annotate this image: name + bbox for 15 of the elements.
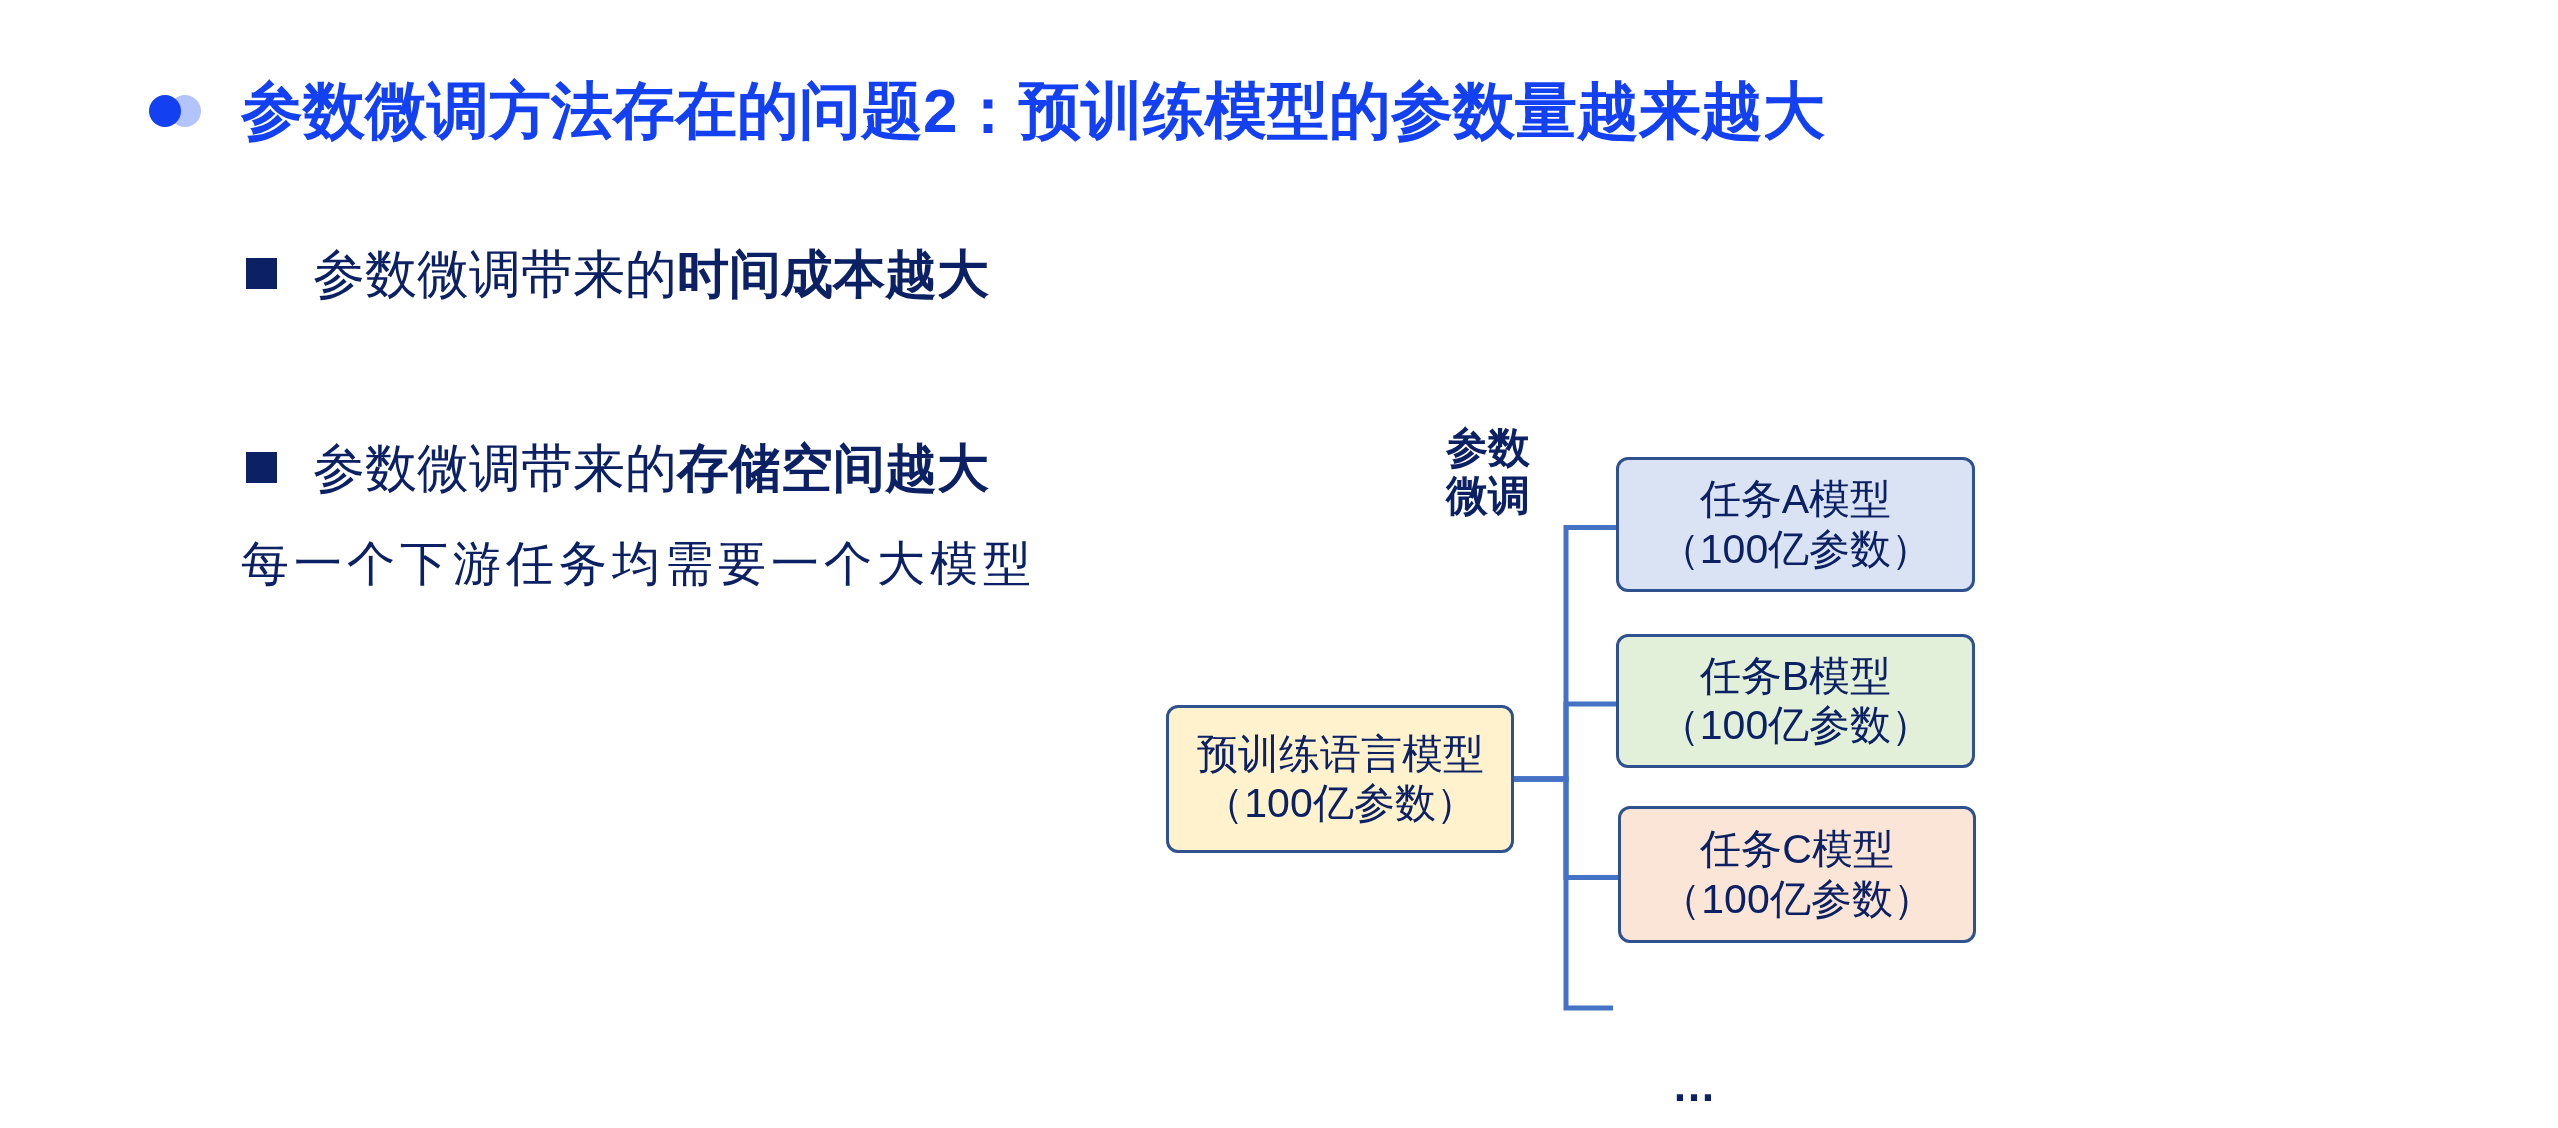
note-text: 每一个下游任务均需要一个大模型 <box>241 536 1036 592</box>
model-box <box>1616 457 1975 592</box>
slide-title: 参数微调方法存在的问题2：预训练模型的参数量越来越大 <box>241 75 1826 147</box>
node-text: 任务A模型（100亿参数） <box>1657 475 1934 574</box>
bullet-text: 参数微调带来的时间成本越大 <box>313 244 989 305</box>
model-box <box>1166 705 1514 853</box>
connector-line <box>1514 776 1613 1011</box>
model-box <box>1618 806 1976 943</box>
node-text: 任务B模型（100亿参数） <box>1657 651 1934 750</box>
node-text: 预训练语言模型（100亿参数） <box>1195 729 1485 828</box>
bullet-text: 参数微调带来的存储空间越大 <box>313 438 989 499</box>
model-box <box>1616 634 1975 768</box>
node-text: 任务C模型（100亿参数） <box>1659 825 1935 924</box>
continuation-dots: … <box>1672 1060 1716 1112</box>
annotation-text: 参数微调 <box>1446 424 1531 521</box>
